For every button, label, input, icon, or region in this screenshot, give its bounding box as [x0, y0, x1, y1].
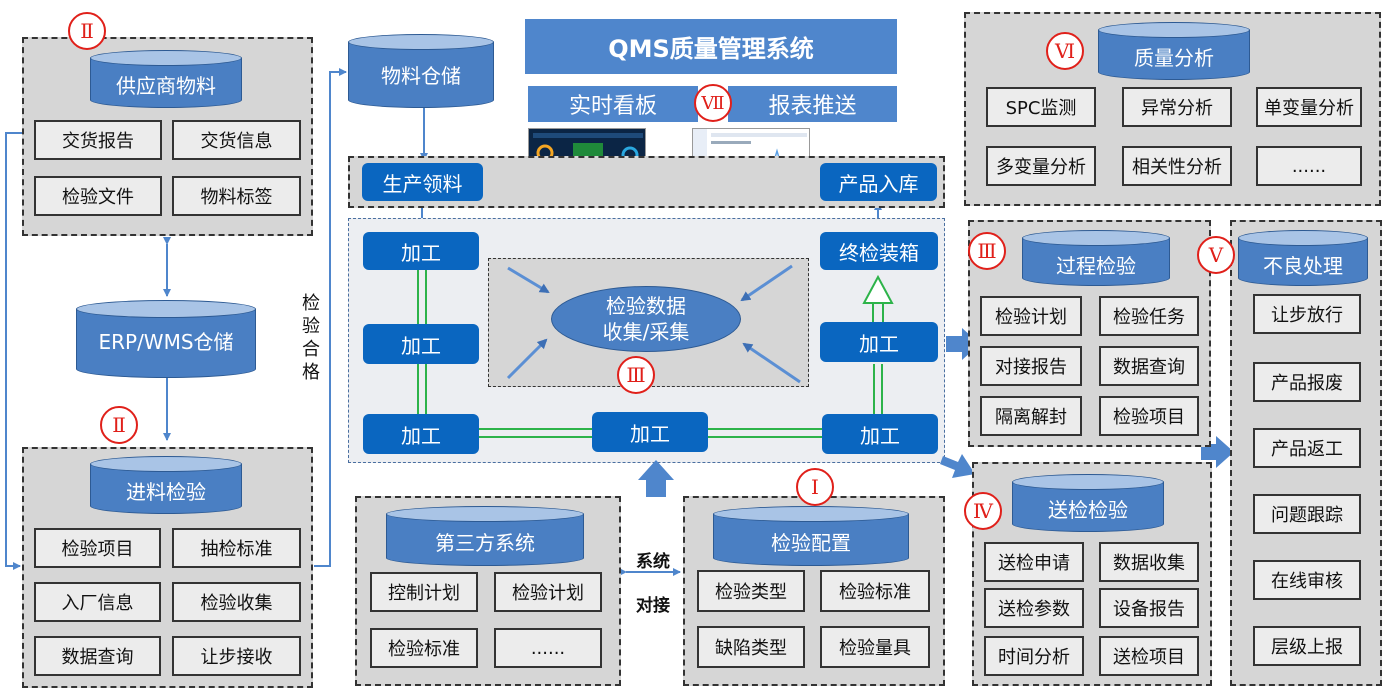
system-link-label: 系统 对接 — [636, 552, 670, 616]
process-inspection-title: 过程检验 — [1056, 253, 1136, 278]
process-step-5[interactable]: 加工 — [822, 414, 938, 454]
analysis-item-spc[interactable]: SPC监测 — [986, 87, 1096, 127]
incoming-item-inspection-collect[interactable]: 检验收集 — [172, 582, 301, 622]
process-item-quarantine[interactable]: 隔离解封 — [980, 396, 1082, 436]
inspection-config-cylinder: 检验配置 — [713, 506, 909, 566]
process-inspection-cylinder: 过程检验 — [1022, 230, 1170, 286]
send-item-time-analysis[interactable]: 时间分析 — [984, 636, 1084, 676]
right-arrow-to-send — [940, 454, 975, 478]
incoming-item-data-query[interactable]: 数据查询 — [34, 636, 161, 676]
send-item-inspection-items[interactable]: 送检项目 — [1099, 636, 1199, 676]
config-item-inspection-standard[interactable]: 检验标准 — [820, 570, 930, 612]
badge-collection: Ⅲ — [617, 356, 655, 394]
defect-item-tracking[interactable]: 问题跟踪 — [1253, 494, 1361, 534]
defect-item-concession-release[interactable]: 让步放行 — [1253, 294, 1361, 334]
supplier-item-delivery-report[interactable]: 交货报告 — [34, 120, 162, 160]
incoming-to-storage-line — [314, 68, 347, 567]
badge-send-inspection: Ⅳ — [964, 492, 1002, 530]
supplier-item-delivery-info[interactable]: 交货信息 — [172, 120, 301, 160]
process-item-inspection-plan[interactable]: 检验计划 — [980, 296, 1082, 336]
inspection-config-title: 检验配置 — [771, 530, 851, 555]
final-pack-button[interactable]: 终检装箱 — [820, 232, 938, 270]
config-item-defect-type[interactable]: 缺陷类型 — [697, 626, 805, 668]
defect-item-rework[interactable]: 产品返工 — [1253, 428, 1361, 468]
badge-quality-analysis: Ⅵ — [1046, 32, 1084, 70]
config-item-inspection-type[interactable]: 检验类型 — [697, 570, 805, 612]
third-party-title: 第三方系统 — [435, 530, 535, 555]
process-item-data-query[interactable]: 数据查询 — [1099, 346, 1199, 386]
quality-analysis-cylinder: 质量分析 — [1098, 22, 1250, 80]
process-step-1[interactable]: 加工 — [363, 232, 479, 270]
defect-handling-cylinder: 不良处理 — [1238, 230, 1368, 286]
defect-item-escalation[interactable]: 层级上报 — [1253, 626, 1361, 666]
third-party-item-more[interactable]: ...... — [494, 628, 602, 668]
process-item-inspection-task[interactable]: 检验任务 — [1099, 296, 1199, 336]
report-push-bar[interactable]: 报表推送 — [728, 86, 897, 122]
badge-config: Ⅰ — [796, 468, 834, 506]
incoming-inspection-title: 进料检验 — [126, 479, 206, 504]
defect-handling-title: 不良处理 — [1263, 253, 1343, 278]
material-storage-cylinder: 物料仓储 — [348, 34, 494, 108]
supplier-item-inspection-file[interactable]: 检验文件 — [34, 176, 162, 216]
analysis-item-anomaly[interactable]: 异常分析 — [1122, 87, 1232, 127]
process-item-report[interactable]: 对接报告 — [980, 346, 1082, 386]
incoming-item-inspection-items[interactable]: 检验项目 — [34, 528, 161, 568]
quality-analysis-title: 质量分析 — [1134, 45, 1214, 70]
supplier-item-material-label[interactable]: 物料标签 — [172, 176, 301, 216]
send-inspection-cylinder: 送检检验 — [1012, 474, 1164, 532]
incoming-item-entry-info[interactable]: 入厂信息 — [34, 582, 161, 622]
third-party-item-inspection-standard[interactable]: 检验标准 — [370, 628, 478, 668]
defect-item-scrap[interactable]: 产品报废 — [1253, 362, 1361, 402]
up-block-arrow — [638, 460, 674, 497]
erp-wms-cylinder: ERP/WMS仓储 — [76, 300, 256, 378]
flow-up-arrowhead — [862, 274, 894, 304]
pick-material-button[interactable]: 生产领料 — [362, 163, 483, 201]
material-storage-label: 物料仓储 — [381, 63, 461, 88]
third-party-item-inspection-plan[interactable]: 检验计划 — [494, 572, 602, 612]
supplier-materials-title: 供应商物料 — [116, 73, 216, 98]
analysis-item-more[interactable]: ...... — [1256, 146, 1362, 186]
analysis-item-correlation[interactable]: 相关性分析 — [1122, 146, 1232, 186]
process-step-6[interactable]: 加工 — [820, 322, 938, 362]
process-step-3[interactable]: 加工 — [363, 414, 479, 454]
send-item-data-collect[interactable]: 数据收集 — [1099, 542, 1199, 582]
supplier-materials-cylinder: 供应商物料 — [90, 50, 242, 108]
config-item-gauge[interactable]: 检验量具 — [820, 626, 930, 668]
third-party-cylinder: 第三方系统 — [386, 506, 584, 566]
send-item-parameters[interactable]: 送检参数 — [984, 588, 1084, 628]
send-inspection-title: 送检检验 — [1048, 497, 1128, 522]
inspection-pass-label: 检 验 合 格 — [302, 293, 320, 383]
send-item-device-report[interactable]: 设备报告 — [1099, 588, 1199, 628]
badge-defect: Ⅴ — [1197, 236, 1235, 274]
badge-incoming: Ⅱ — [100, 406, 138, 444]
incoming-item-sampling-standard[interactable]: 抽检标准 — [172, 528, 301, 568]
badge-vii: Ⅶ — [694, 84, 732, 122]
send-item-application[interactable]: 送检申请 — [984, 542, 1084, 582]
data-collection-ellipse: 检验数据 收集/采集 — [551, 286, 741, 352]
qms-title-bar: QMS质量管理系统 — [525, 19, 897, 74]
incoming-item-concession-receive[interactable]: 让步接收 — [172, 636, 301, 676]
analysis-item-multivariate[interactable]: 多变量分析 — [986, 146, 1096, 186]
process-step-2[interactable]: 加工 — [363, 324, 479, 364]
supplier-to-incoming-line — [5, 132, 22, 570]
third-party-item-control-plan[interactable]: 控制计划 — [370, 572, 478, 612]
realtime-board-bar[interactable]: 实时看板 — [528, 86, 698, 122]
erp-wms-label: ERP/WMS仓储 — [98, 329, 234, 354]
process-item-inspection-items[interactable]: 检验项目 — [1099, 396, 1199, 436]
incoming-inspection-cylinder: 进料检验 — [90, 456, 242, 514]
right-arrow-to-process — [946, 328, 980, 360]
analysis-item-univariate[interactable]: 单变量分析 — [1256, 87, 1362, 127]
stock-in-button[interactable]: 产品入库 — [820, 163, 937, 201]
badge-process-inspection: Ⅲ — [968, 232, 1006, 270]
badge-supplier: Ⅱ — [68, 12, 106, 50]
process-step-4[interactable]: 加工 — [592, 412, 708, 452]
defect-item-online-audit[interactable]: 在线审核 — [1253, 560, 1361, 600]
